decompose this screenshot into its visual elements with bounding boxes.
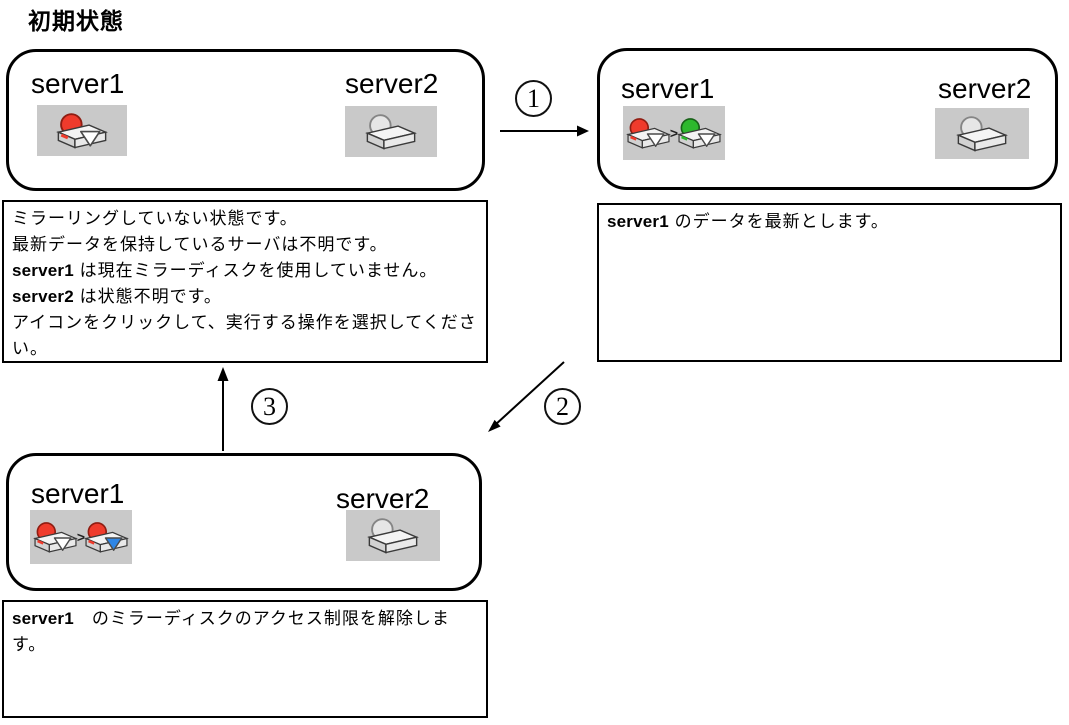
server1-status-icon: > (30, 510, 132, 564)
mirror-disk-error-icon (625, 117, 671, 149)
server1-status-icon: > (623, 106, 725, 160)
server1-status-icon (37, 105, 127, 156)
server2-label: server2 (938, 73, 1032, 104)
server2-label: server2 (345, 68, 439, 99)
step-2-badge: 2 (544, 388, 581, 425)
server2-status-icon (346, 510, 440, 561)
server1-label: server1 (621, 73, 715, 104)
step-1-badge: 1 (515, 80, 552, 117)
disk-unknown-icon (367, 517, 419, 554)
step-3-badge: 3 (251, 388, 288, 425)
state-box-step2-result: server1 > server2 (6, 453, 482, 591)
state-box-initial: server1 server2 (6, 49, 485, 191)
mirror-disk-error-icon (32, 521, 78, 553)
server1-label: server1 (31, 478, 125, 509)
transition-separator: > (76, 529, 86, 545)
caption-line: アイコンをクリックして、実行する操作を選択してください。 (12, 313, 477, 358)
server2-status-icon (345, 106, 437, 157)
figure-title: 初期状態 (28, 8, 124, 34)
caption-line: server1 のデータを最新とします。 (607, 212, 889, 231)
disk-unknown-icon (956, 115, 1008, 152)
caption-line: server1 のミラーディスクのアクセス制限を解除します。 (12, 609, 450, 654)
caption-initial: ミラーリングしていない状態です。最新データを保持しているサーバは不明です。 ser… (2, 200, 488, 363)
disk-unknown-icon (365, 113, 417, 150)
arrow-2-diagonal-icon (488, 361, 565, 432)
caption-step1: server1 のデータを最新とします。 (597, 203, 1062, 362)
transition-separator: > (669, 125, 679, 141)
arrow-1-right-icon (500, 125, 589, 137)
caption-step2: server1 のミラーディスクのアクセス制限を解除します。 (2, 600, 488, 718)
server2-label: server2 (336, 483, 430, 514)
mirror-disk-error-icon (56, 112, 108, 149)
arrow-3-up-icon (217, 367, 229, 451)
caption-line: server2 は状態不明です。 (12, 287, 222, 306)
server2-status-icon (935, 108, 1029, 159)
caption-line: server1 は現在ミラーディスクを使用していません。 (12, 261, 438, 280)
mirror-disk-error-unlocked-icon (84, 521, 130, 553)
caption-line: 最新データを保持しているサーバは不明です。 (12, 235, 388, 254)
mirror-disk-normal-icon (677, 117, 723, 149)
caption-line: ミラーリングしていない状態です。 (12, 209, 298, 228)
state-box-step1-result: server1 > server2 (597, 48, 1058, 190)
server1-label: server1 (31, 68, 125, 99)
